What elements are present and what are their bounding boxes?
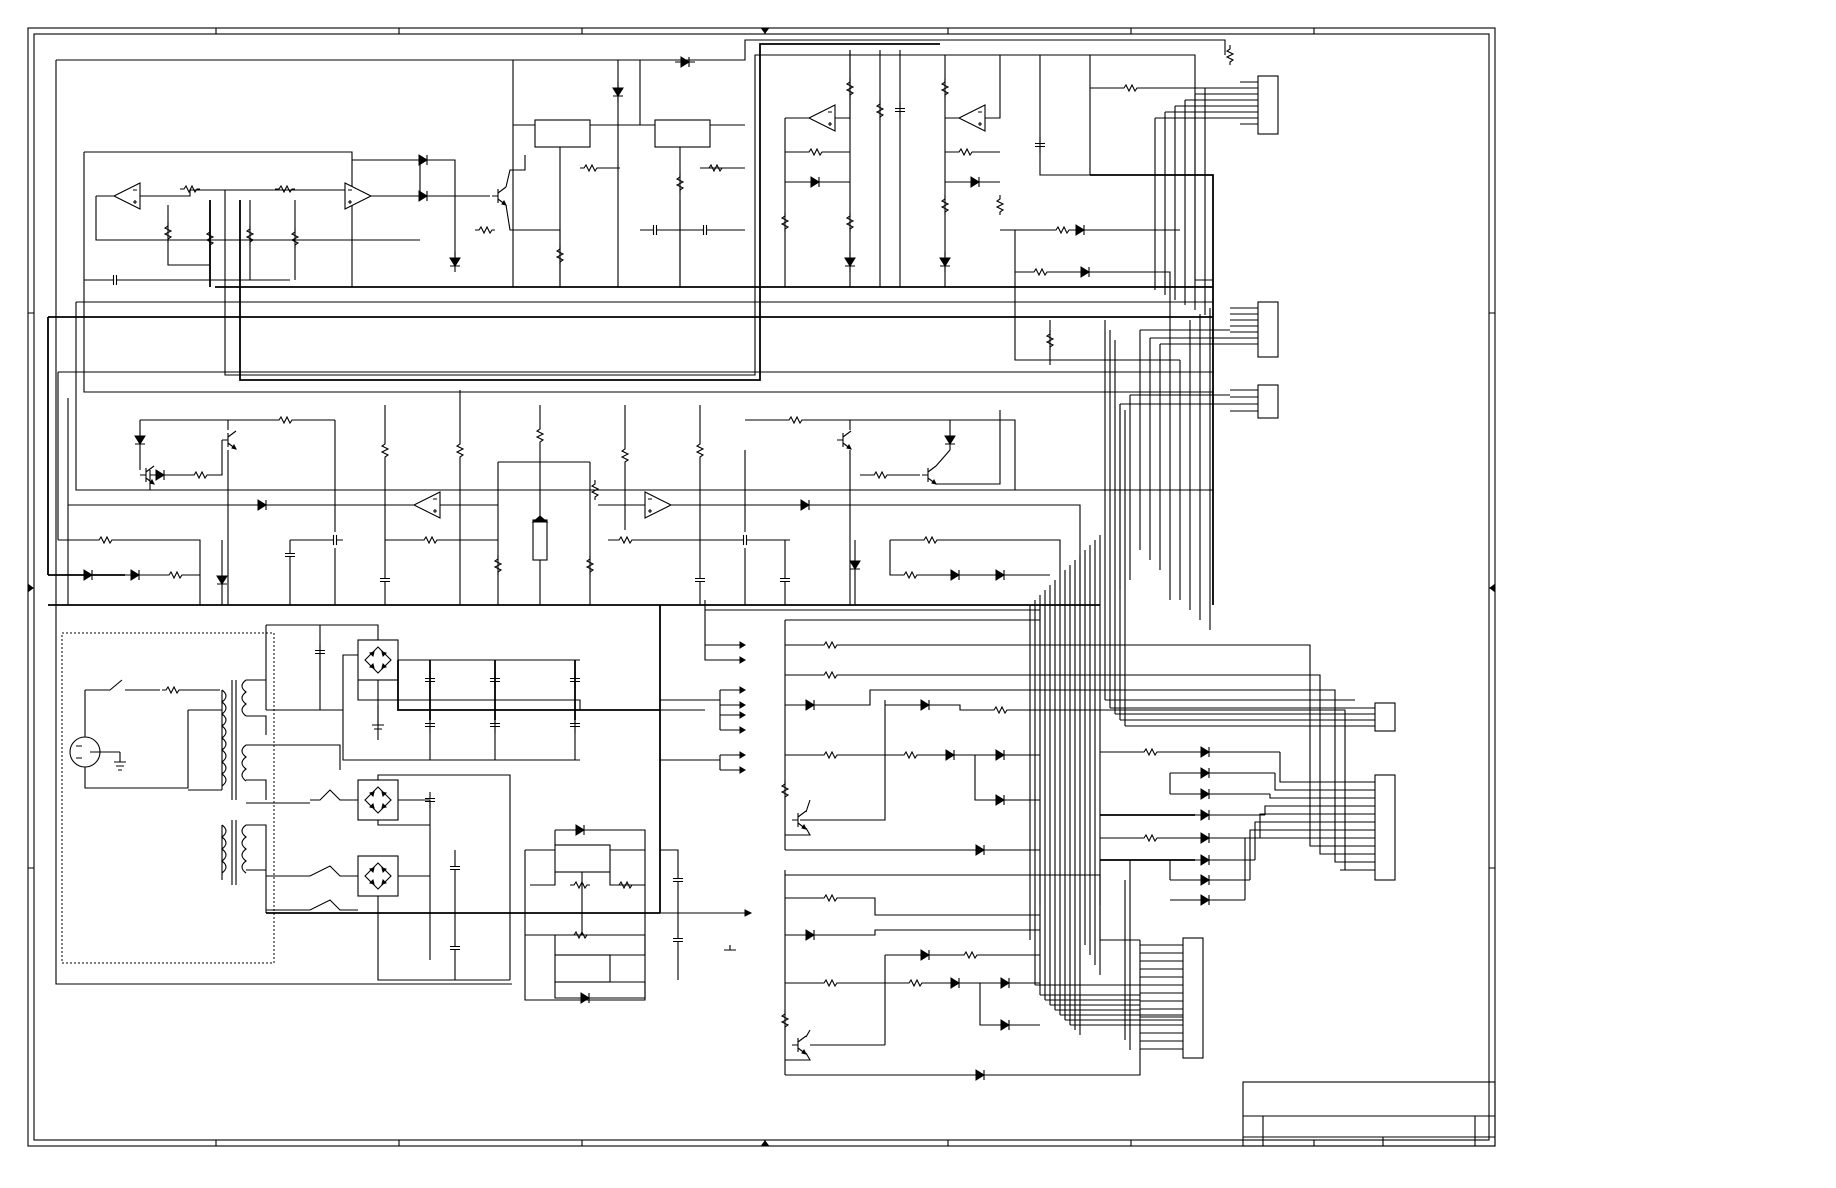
connector-j5	[1340, 774, 1396, 881]
channel-circuits	[781, 619, 1346, 1081]
connector-j2	[1230, 301, 1279, 358]
connector-j4	[1355, 702, 1396, 732]
rectifier-section	[265, 624, 660, 981]
connector-j3	[1230, 384, 1279, 419]
regulator-1	[534, 119, 591, 148]
bus-right-top	[1119, 87, 1240, 630]
trimmer	[532, 519, 548, 561]
signal-bus	[1029, 320, 1355, 1050]
sheet-border	[27, 27, 1496, 1147]
linear-regulators	[524, 605, 753, 1004]
control-section	[47, 39, 1230, 985]
led-diode-array	[1100, 746, 1280, 906]
connector-j1	[1226, 44, 1279, 135]
connector-j6	[1140, 937, 1204, 1059]
driver-section	[48, 390, 1100, 606]
mains-input	[61, 632, 341, 964]
title-block	[1242, 1081, 1496, 1147]
regulator-2	[654, 119, 711, 148]
supply-outputs	[660, 600, 1040, 774]
